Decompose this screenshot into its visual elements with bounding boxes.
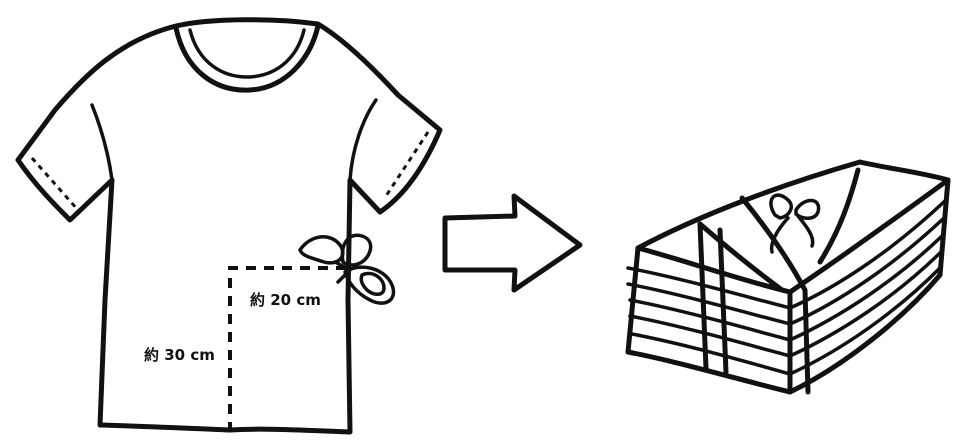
tied-cloth-stack-icon bbox=[625, 159, 951, 395]
height-measurement-label: 約 30 cm bbox=[144, 346, 215, 364]
tshirt-icon bbox=[15, 17, 443, 435]
cut-line bbox=[228, 266, 348, 432]
arrow-right-icon bbox=[442, 193, 583, 293]
width-measurement-label: 約 20 cm bbox=[250, 291, 321, 309]
scissors-icon bbox=[298, 233, 396, 305]
